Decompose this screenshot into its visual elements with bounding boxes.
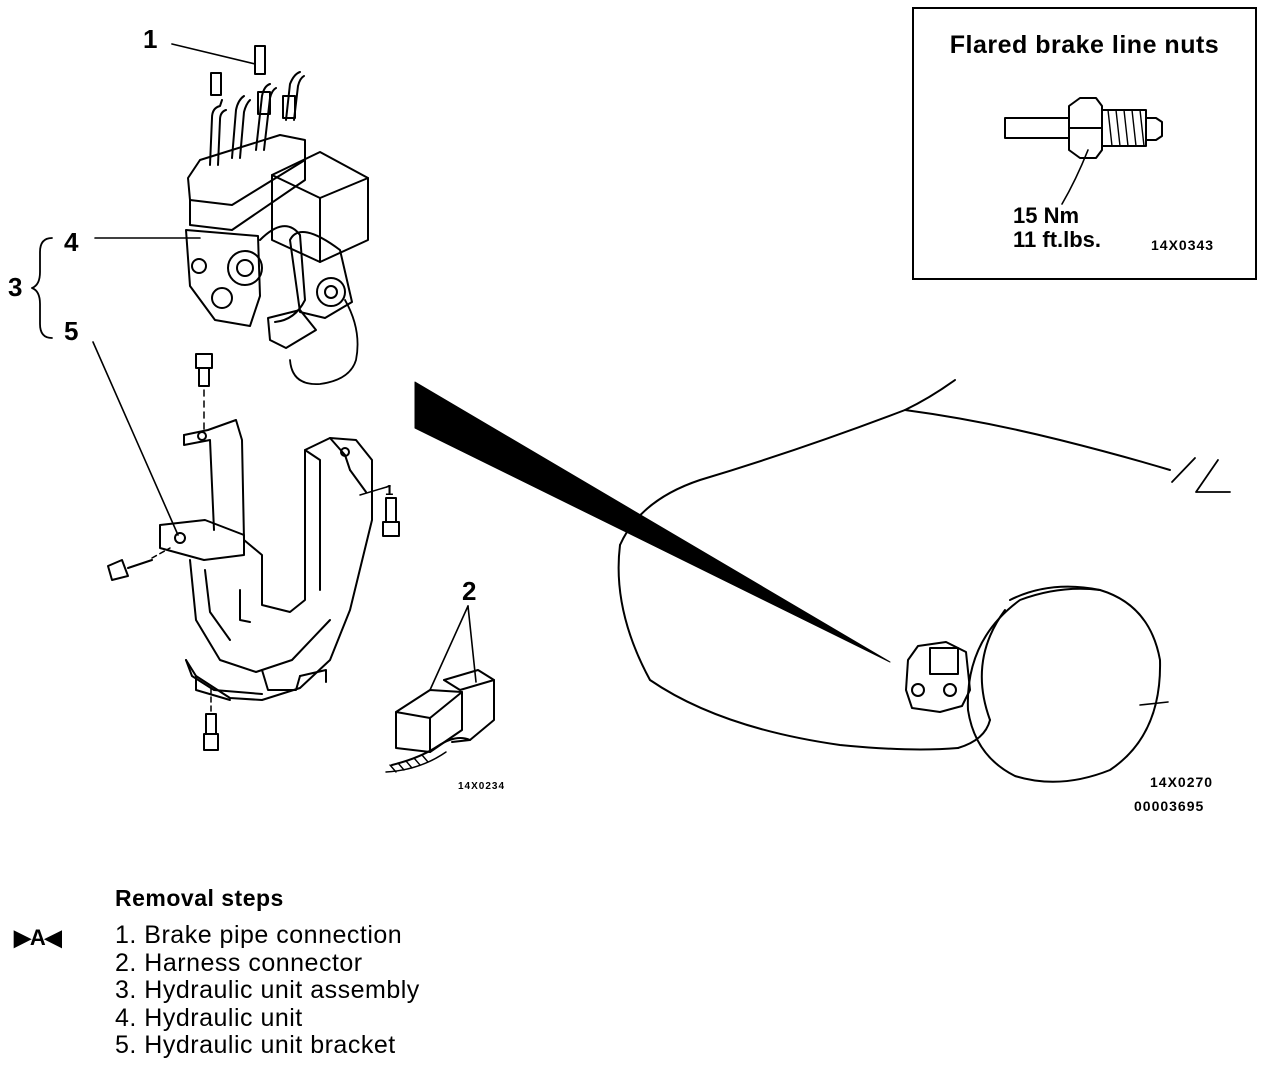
removal-steps-title: Removal steps <box>115 885 284 911</box>
vehicle-outline <box>617 379 1231 783</box>
vehicle-abs-unit <box>905 641 971 713</box>
bracket-bolts <box>107 353 400 751</box>
flare-nut-torque-inset: Flared brake line nuts 15 Nm 11 ft.lbs. … <box>912 7 1257 280</box>
removal-step: 2. Harness connector <box>115 948 363 977</box>
brake-pipes <box>209 45 305 166</box>
removal-steps-list: 1. Brake pipe connection 2. Harness conn… <box>115 921 420 1060</box>
hydraulic-unit-body <box>185 134 369 385</box>
service-point-marker: ▶A◀ <box>14 925 62 950</box>
location-pointer <box>414 381 891 663</box>
vehicle-figure-code: 14X0270 <box>1150 774 1214 790</box>
harness-connector-detail <box>385 669 495 773</box>
callout-2: 2 <box>462 576 477 606</box>
torque-ftlbs: 11 ft.lbs. <box>1013 227 1102 252</box>
removal-step: 3. Hydraulic unit assembly <box>115 976 420 1004</box>
callout-1: 1 <box>143 24 158 54</box>
callout-5: 5 <box>64 316 79 346</box>
inset-figure-code: 14X0343 <box>1151 237 1215 253</box>
callout-3: 3 <box>8 272 23 302</box>
removal-step: 4. Hydraulic unit <box>115 1003 303 1032</box>
inset-title: Flared brake line nuts <box>949 31 1220 59</box>
torque-nm: 15 Nm <box>1013 203 1080 228</box>
connector-figure-code: 14X0234 <box>458 781 506 792</box>
callout-4: 4 <box>64 227 79 257</box>
figure-id: 00003695 <box>1134 798 1205 814</box>
callout-1-bracket: 1 <box>385 482 394 499</box>
removal-step: 5. Hydraulic unit bracket <box>115 1031 396 1059</box>
hydraulic-unit-bracket <box>159 419 373 701</box>
flare-nut-fitting <box>1004 97 1163 205</box>
callout-leaders <box>92 43 477 691</box>
removal-step: 1. Brake pipe connection <box>115 921 403 949</box>
assembly-brace <box>31 237 53 339</box>
